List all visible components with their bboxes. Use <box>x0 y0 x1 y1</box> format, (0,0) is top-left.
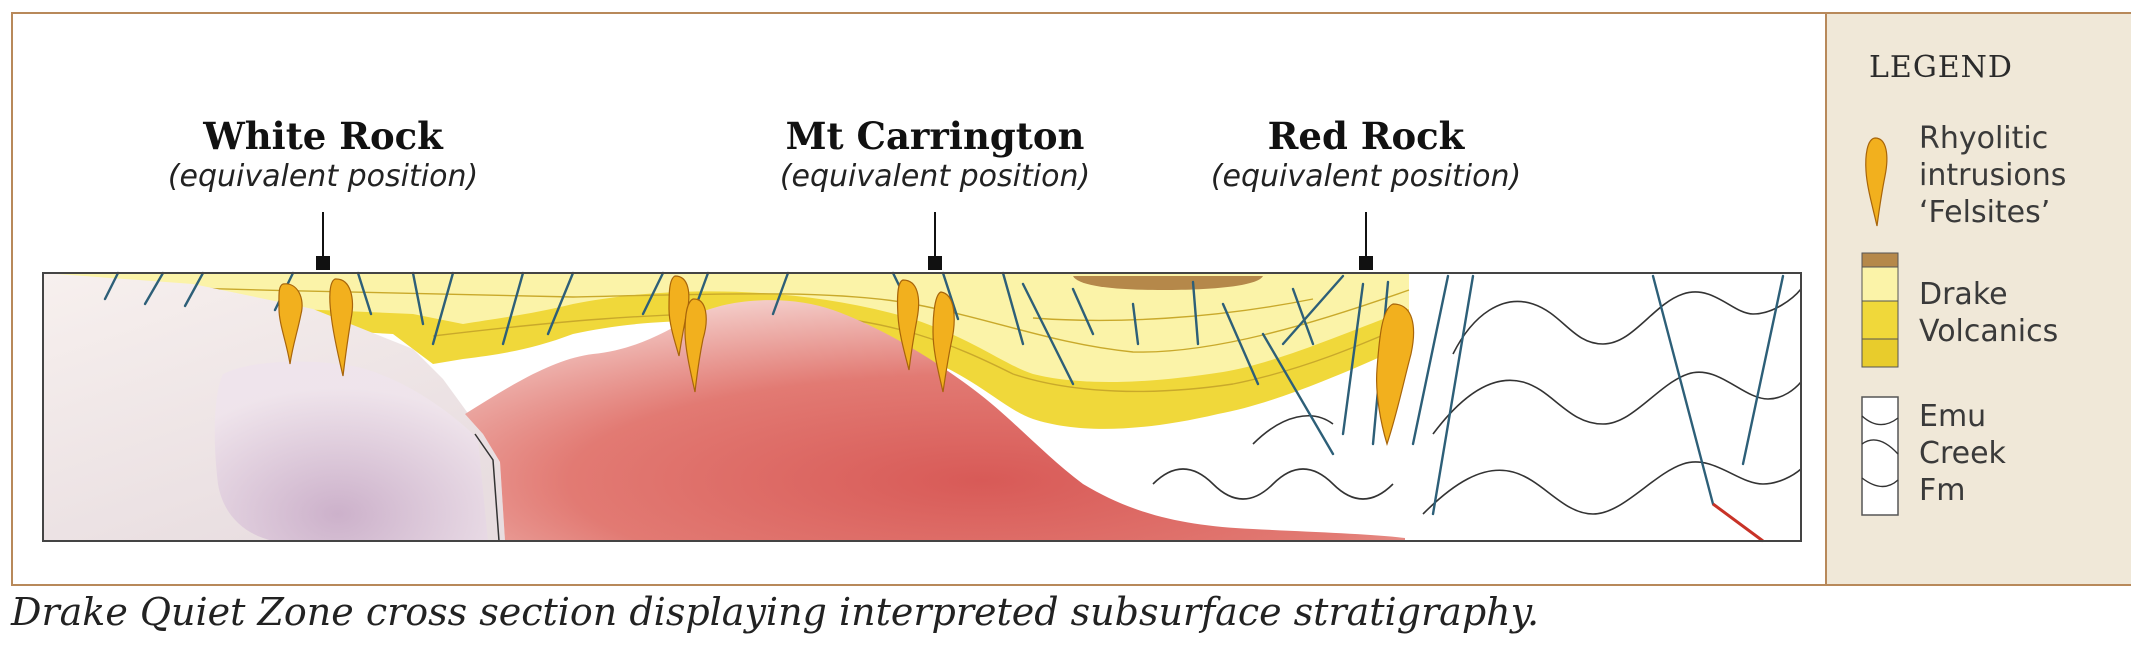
red-intrusive-body <box>465 300 1405 541</box>
cross-section-svg <box>42 212 1802 543</box>
site-subtitle: (equivalent position) <box>167 159 479 194</box>
emu-creek-formation <box>1152 288 1802 515</box>
site-label-mt-carrington: Mt Carrington (equivalent position) <box>715 114 1155 196</box>
pale-intrusive-body <box>43 273 505 542</box>
site-subtitle: (equivalent position) <box>779 159 1091 194</box>
section-outline <box>42 272 1802 542</box>
felsite-intrusions <box>278 275 1415 446</box>
drake-volcanics-swatch <box>1861 252 1899 368</box>
site-markers <box>316 212 1373 270</box>
legend-label-drake-volcanics: Drake Volcanics <box>1919 277 2059 349</box>
site-name: Mt Carrington <box>785 114 1085 158</box>
drake-volcanics-unit <box>42 273 1410 429</box>
figure-frame: White Rock (equivalent position) Mt Carr… <box>11 12 2131 586</box>
legend-title: LEGEND <box>1869 50 2013 85</box>
volcanics-cap <box>1073 276 1263 290</box>
site-label-white-rock: White Rock (equivalent position) <box>103 114 543 196</box>
red-fault-segment <box>1712 502 1764 543</box>
legend-label-emu-creek: Emu Creek Fm <box>1919 399 2006 508</box>
site-subtitle: (equivalent position) <box>1210 159 1522 194</box>
figure-caption: Drake Quiet Zone cross section displayin… <box>11 590 1540 634</box>
cross-section-diagram: White Rock (equivalent position) Mt Carr… <box>13 14 1825 584</box>
felsite-intrusion-icon <box>1865 137 1888 227</box>
site-name: Red Rock <box>1267 114 1465 158</box>
site-name: White Rock <box>203 114 443 158</box>
fault-lines <box>103 271 1785 516</box>
legend-panel: LEGEND Rhyolitic intrusions ‘Felsites’ D… <box>1825 14 2131 584</box>
site-label-red-rock: Red Rock (equivalent position) <box>1146 114 1586 196</box>
legend-label-felsites: Rhyolitic intrusions ‘Felsites’ <box>1919 121 2067 230</box>
emu-creek-swatch <box>1861 396 1899 516</box>
